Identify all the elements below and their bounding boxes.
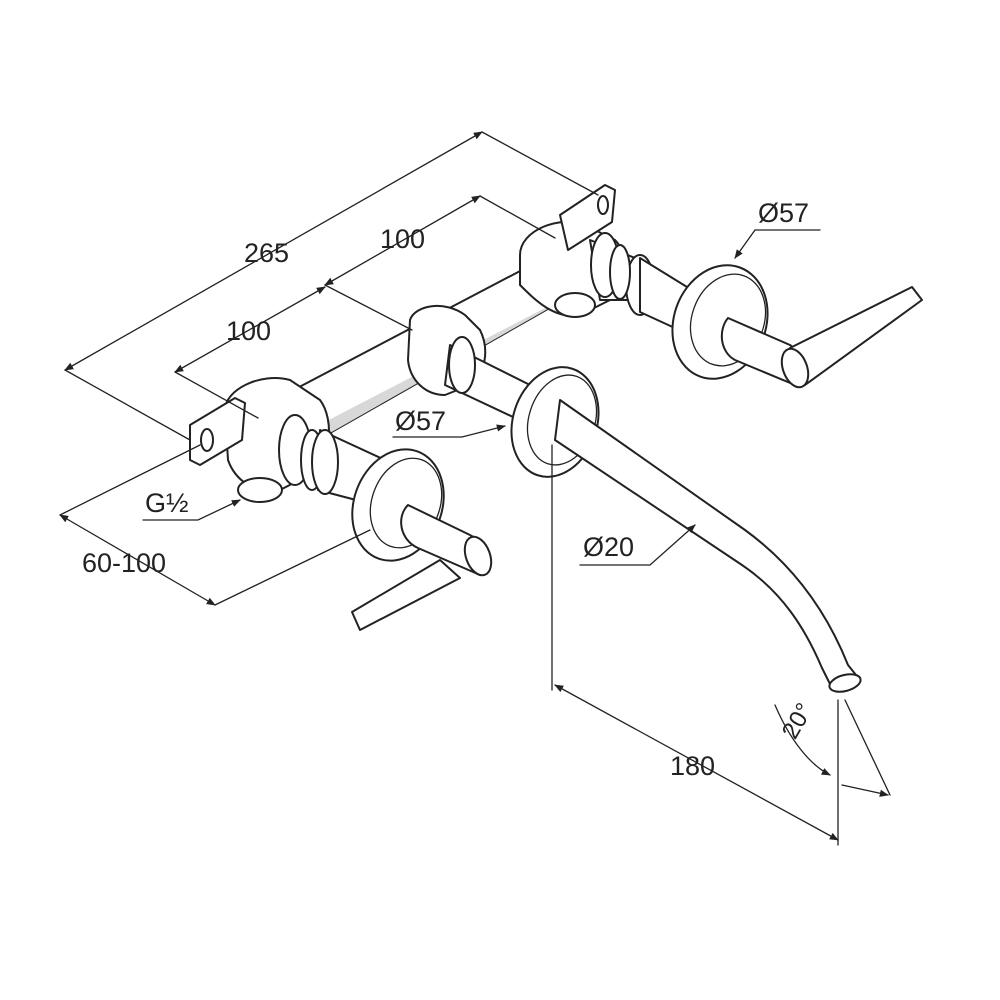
dim-label-spout-projection: 180 xyxy=(670,751,715,781)
left-housing-outlet xyxy=(237,477,283,503)
dim-label-connection-thread: G½ xyxy=(145,488,189,518)
dim-label-spacing-right: 100 xyxy=(380,224,425,254)
dim-label-wall-depth: 60-100 xyxy=(82,548,166,578)
right-lever-handle xyxy=(720,286,923,389)
dim-label-spout-angle: 20° xyxy=(777,699,819,744)
dim-label-rosette-center: Ø57 xyxy=(395,406,446,436)
dim-label-spacing-left: 100 xyxy=(226,316,271,346)
dim-label-spout-diameter: Ø20 xyxy=(583,532,634,562)
center-rosette xyxy=(510,366,600,478)
left-lever-handle xyxy=(351,504,493,631)
dim-label-overall-width: 265 xyxy=(244,238,289,268)
right-housing-outlet xyxy=(554,292,596,318)
dim-label-rosette-right: Ø57 xyxy=(758,198,809,228)
dimension-lines xyxy=(59,131,891,846)
right-mount-hole xyxy=(597,195,609,215)
left-mount-hole xyxy=(200,428,214,452)
